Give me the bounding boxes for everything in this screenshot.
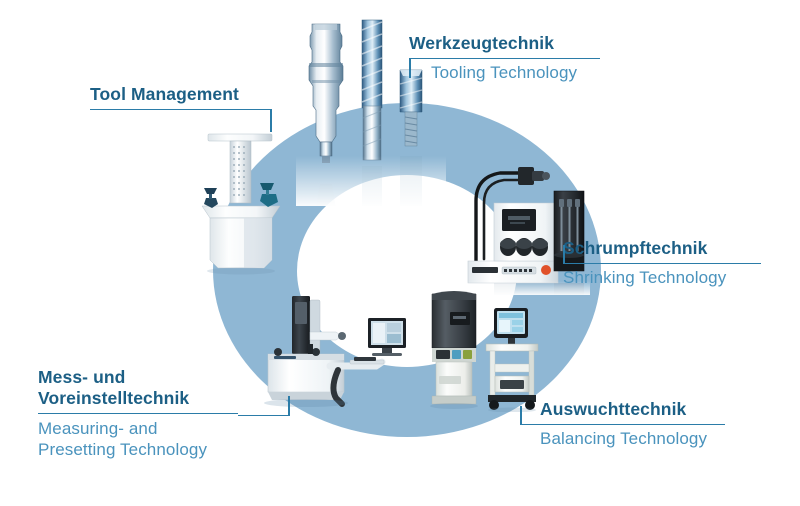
connector-balancing-technology-lead [520,424,542,425]
balancing-machine-image [430,291,478,409]
label-measuring-presetting-technology-de-line2: Voreinstelltechnik [38,388,190,408]
tool-slots [559,199,580,251]
label-balancing-technology-en: Balancing Technology [540,429,708,448]
label-measuring-presetting-technology-de-line1: Mess- und [38,367,126,387]
tool-storage-tower-image [201,133,281,275]
label-shrinking-technology-rule [563,263,761,264]
label-balancing-technology-rule [540,424,725,425]
shrink-fit-machine-image [458,167,590,295]
tool-presetter-image [264,296,406,407]
connector-tool-management [270,110,272,132]
presetter-monitor [368,318,406,356]
cart-touchscreen [494,308,528,344]
induction-coil-arm [474,171,522,263]
cutting-tools-image [296,19,446,206]
label-tooling-technology-en: Tooling Technology [431,63,578,82]
connector-shrinking-technology [563,245,565,264]
mobile-terminal-cart-image [485,308,539,412]
connector-measuring-lead [238,414,290,416]
label-tooling-technology-de: Werkzeugtechnik [409,33,555,53]
induction-coil-arm-hose [482,178,522,261]
label-measuring-presetting-technology-en-line2: Presetting Technology [38,440,208,459]
label-shrinking-technology[interactable]: Schrumpftechnik Shrinking Technology [563,238,761,288]
label-shrinking-technology-en: Shrinking Technology [563,268,727,287]
label-measuring-presetting-technology-rule [38,413,238,414]
label-balancing-technology[interactable]: Auswuchttechnik Balancing Technology [540,399,725,449]
label-balancing-technology-de: Auswuchttechnik [540,399,687,419]
label-shrinking-technology-de: Schrumpftechnik [563,238,708,258]
connector-balancing-technology [520,406,522,425]
label-measuring-presetting-technology-en-line1: Measuring- and [38,419,158,438]
label-tooling-technology[interactable]: Werkzeugtechnik Tooling Technology [409,33,600,83]
label-tool-management-rule [90,109,272,110]
connector-measuring-presetting-technology [288,396,290,415]
control-knobs [500,238,548,256]
label-measuring-presetting-technology[interactable]: Mess- und Voreinstelltechnik Measuring- … [38,367,238,460]
label-tool-management[interactable]: Tool Management [90,84,272,110]
tool-clamp-right [260,183,278,207]
connector-tooling-technology [409,58,411,78]
label-tool-management-de: Tool Management [90,84,239,104]
label-tooling-technology-rule [409,58,600,59]
tool-clamp-left [204,188,218,208]
